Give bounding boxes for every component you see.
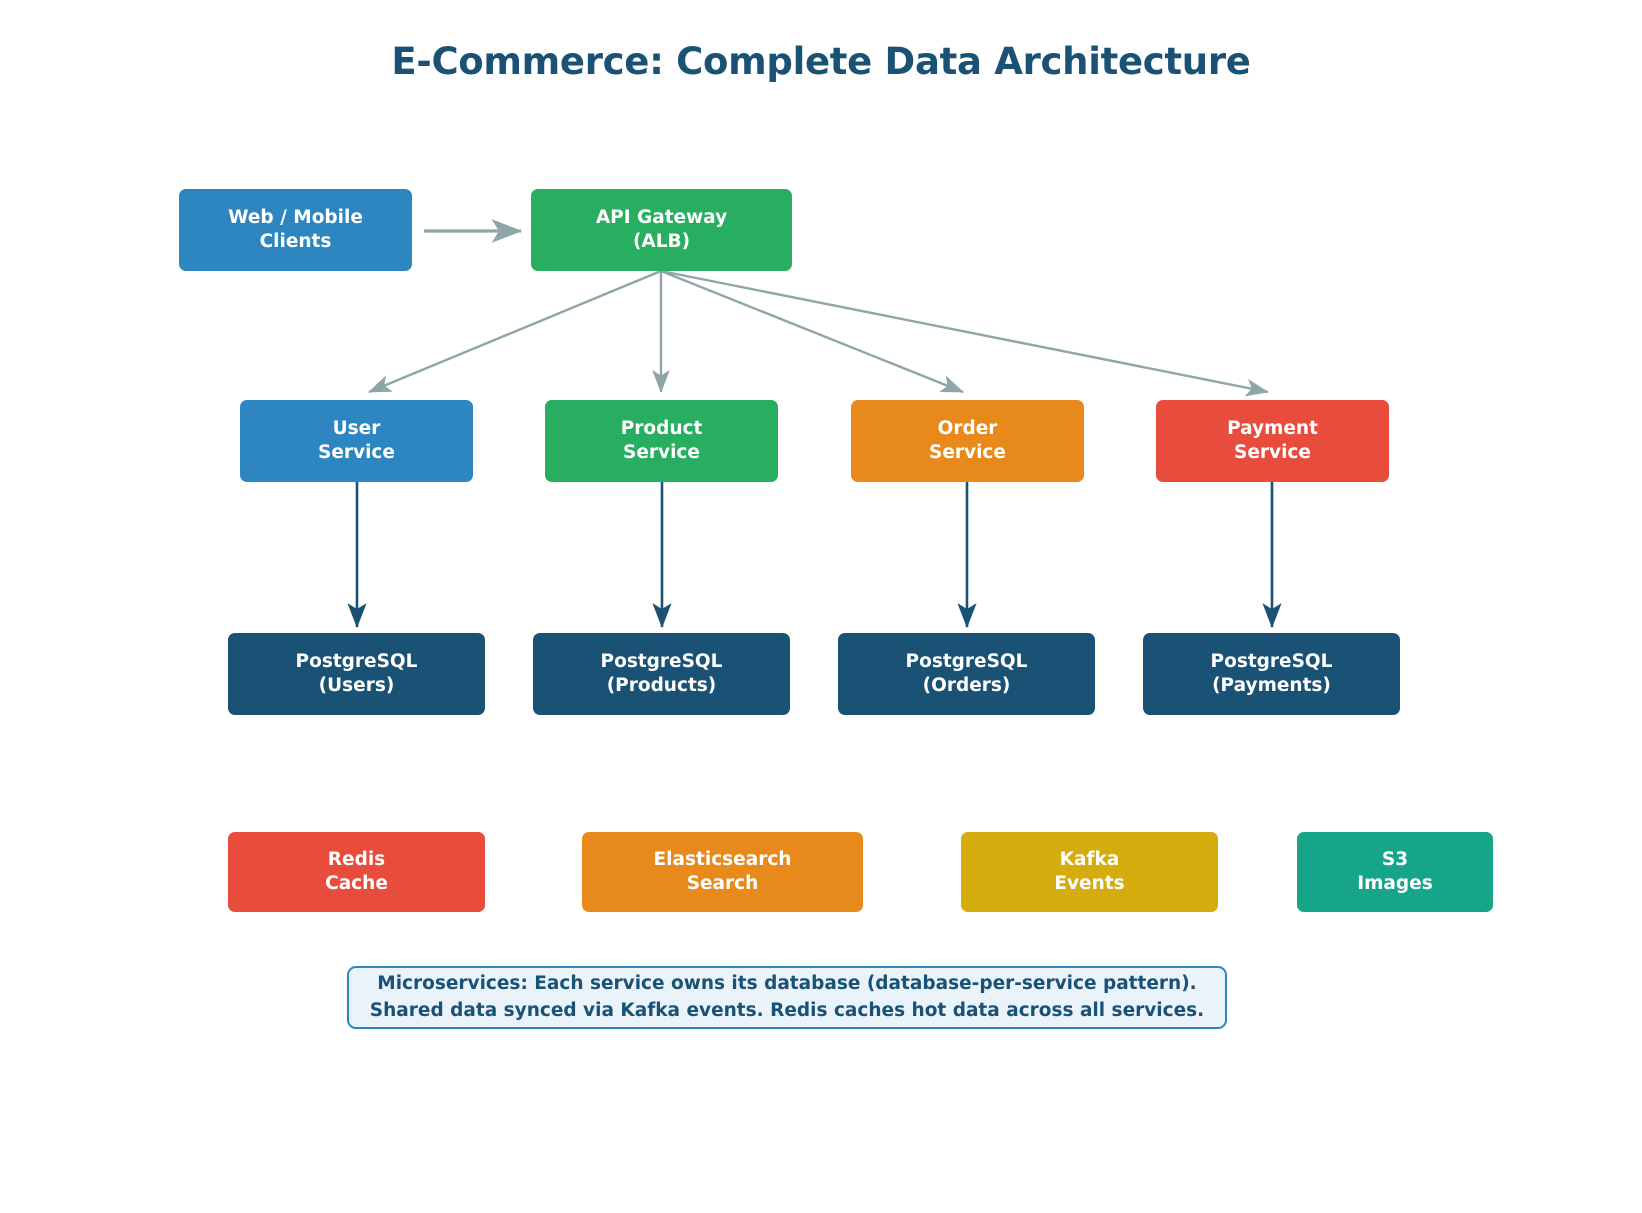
node-line-2: Service — [623, 442, 700, 463]
node-line-2: (Users) — [318, 675, 395, 696]
node-postgres-orders[interactable]: PostgreSQL (Orders) — [838, 633, 1095, 715]
footnote-box: Microservices: Each service owns its dat… — [347, 966, 1227, 1029]
edge-gateway-to-order-service — [660, 269, 964, 394]
node-line-1: Order — [937, 418, 998, 440]
node-elasticsearch-search[interactable]: Elasticsearch Search — [582, 832, 863, 912]
node-api-gateway[interactable]: API Gateway (ALB) — [531, 189, 792, 271]
node-postgres-payments[interactable]: PostgreSQL (Payments) — [1143, 633, 1400, 715]
edge-gateway-to-user-service — [368, 269, 662, 394]
node-line-2: (Products) — [606, 675, 717, 696]
node-line-1: PostgreSQL — [1210, 651, 1333, 673]
node-line-2: Service — [318, 442, 395, 463]
node-postgres-products[interactable]: PostgreSQL (Products) — [533, 633, 790, 715]
edge-gateway-to-payment-service — [660, 269, 1269, 397]
node-line-2: Cache — [325, 873, 388, 894]
node-line-2: Images — [1357, 873, 1433, 894]
node-line-2: Service — [1234, 442, 1311, 463]
node-line-1: Kafka — [1059, 849, 1120, 871]
node-order-service[interactable]: Order Service — [851, 400, 1084, 482]
node-line-1: S3 — [1381, 849, 1409, 871]
node-payment-service[interactable]: Payment Service — [1156, 400, 1389, 482]
node-postgres-users[interactable]: PostgreSQL (Users) — [228, 633, 485, 715]
node-user-service[interactable]: User Service — [240, 400, 473, 482]
node-kafka-events[interactable]: Kafka Events — [961, 832, 1218, 912]
node-line-1: Web / Mobile — [228, 207, 363, 229]
node-line-1: Elasticsearch — [653, 849, 792, 871]
node-line-2: Service — [929, 442, 1006, 463]
node-redis-cache[interactable]: Redis Cache — [228, 832, 485, 912]
node-line-1: Product — [620, 418, 703, 440]
node-line-2: (Orders) — [922, 675, 1011, 696]
node-line-2: (ALB) — [632, 231, 691, 252]
node-line-2: (Payments) — [1212, 675, 1331, 696]
node-s3-images[interactable]: S3 Images — [1297, 832, 1493, 912]
node-line-1: PostgreSQL — [905, 651, 1028, 673]
node-product-service[interactable]: Product Service — [545, 400, 778, 482]
node-line-1: PostgreSQL — [295, 651, 418, 673]
footnote-line-2: Shared data synced via Kafka events. Red… — [369, 999, 1205, 1021]
node-line-2: Search — [686, 873, 759, 894]
footnote-line-1: Microservices: Each service owns its dat… — [377, 973, 1197, 995]
page-title: E-Commerce: Complete Data Architecture — [391, 40, 1251, 83]
node-web-mobile-clients[interactable]: Web / Mobile Clients — [179, 189, 412, 271]
node-line-1: PostgreSQL — [600, 651, 723, 673]
node-line-1: Redis — [327, 849, 386, 871]
node-line-2: Clients — [259, 231, 332, 252]
node-line-1: User — [332, 418, 381, 440]
node-line-1: Payment — [1227, 418, 1318, 440]
node-line-1: API Gateway — [595, 207, 728, 229]
node-line-2: Events — [1054, 873, 1125, 894]
